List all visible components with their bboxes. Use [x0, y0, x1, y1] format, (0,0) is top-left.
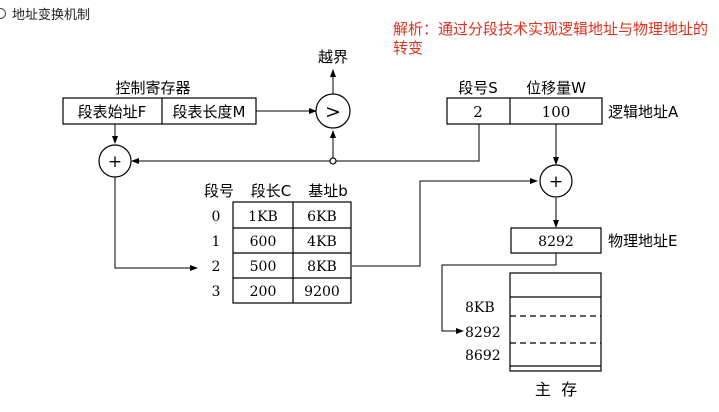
segment-number-value: 2: [473, 103, 483, 121]
table-row: 3 200 9200: [212, 284, 340, 300]
table-length-field: 段表长度M: [173, 103, 246, 121]
physical-address-value: 8292: [538, 234, 574, 250]
offset-header: 位移量W: [526, 79, 586, 97]
memory-mark-8692: 8692: [465, 348, 501, 364]
segment-number-header: 段号S: [458, 79, 498, 97]
row-length: 500: [250, 259, 277, 275]
row-base: 9200: [304, 284, 340, 300]
physical-address-box: [510, 227, 602, 254]
logical-address-box: [446, 97, 603, 125]
control-register-title: 控制寄存器: [115, 79, 190, 97]
adder-node-1: [98, 144, 132, 178]
adder-symbol-2: +: [549, 172, 563, 192]
table-header-length: 段长C: [251, 182, 291, 200]
physical-to-memory-arrow: [441, 253, 557, 334]
table-row: 2 500 8KB: [212, 259, 337, 275]
adder-symbol-1: +: [108, 152, 122, 172]
row-seg: 0: [212, 209, 221, 225]
table-row: 1 600 4KB: [212, 234, 337, 250]
analysis-text: 解析：通过分段技术实现逻辑地址与物理地址的转变: [393, 20, 709, 57]
table-header-segment: 段号: [204, 182, 234, 200]
compare-node: [315, 93, 351, 129]
compare-symbol: >: [325, 101, 341, 123]
overflow-label: 越界: [318, 48, 348, 66]
memory-mark-8kb: 8KB: [465, 300, 495, 316]
page-header: 地址变换机制: [0, 2, 90, 24]
control-register-box: [62, 97, 257, 125]
row-seg: 2: [212, 259, 221, 275]
junction-dot: [329, 157, 337, 165]
entry-address-arrow: [114, 177, 198, 271]
row-base: 8KB: [307, 259, 337, 275]
table-row: 0 1KB 6KB: [212, 209, 337, 225]
row-seg: 3: [212, 284, 221, 300]
table-start-field: 段表始址F: [78, 103, 147, 121]
offset-value: 100: [542, 103, 571, 121]
row-length: 200: [250, 284, 277, 300]
page-title: 地址变换机制: [12, 7, 91, 23]
row-base: 4KB: [307, 234, 337, 250]
row-length: 1KB: [248, 209, 278, 225]
connector-lines: [112, 69, 559, 334]
physical-address-label: 物理地址E: [608, 232, 677, 250]
memory-mark-8292: 8292: [465, 325, 501, 341]
main-memory-label: 主 存: [535, 380, 577, 399]
segment-number-line: [131, 124, 480, 164]
row-base: 6KB: [307, 209, 337, 225]
logical-address-label: 逻辑地址A: [608, 103, 679, 121]
adder-node-2: [539, 164, 573, 198]
main-memory-block: [509, 272, 602, 372]
row-seg: 1: [212, 234, 221, 250]
table-header-base: 基址b: [308, 182, 348, 200]
row-length: 600: [250, 234, 277, 250]
bullet-icon: [0, 7, 6, 19]
base-to-adder-arrow: [352, 178, 538, 267]
